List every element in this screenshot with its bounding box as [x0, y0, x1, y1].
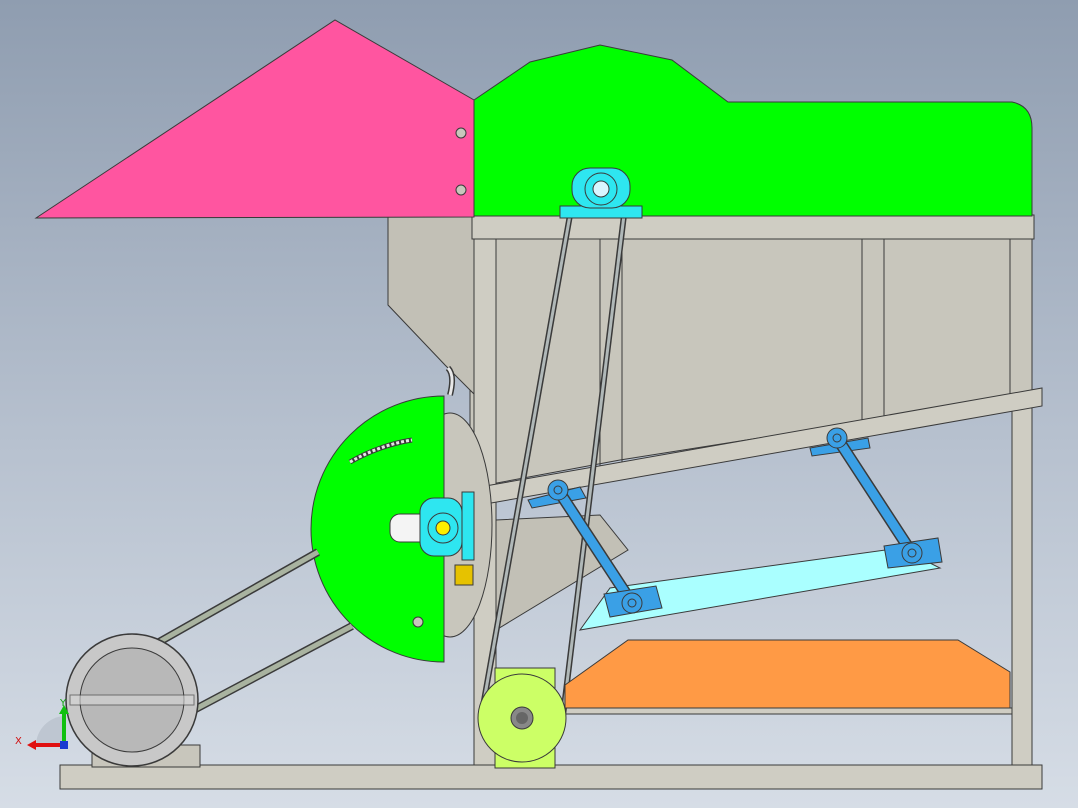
feed-hopper[interactable] [34, 19, 475, 219]
top-cover[interactable] [473, 44, 1033, 217]
hopper-bolt-lower [455, 184, 467, 196]
main-belt [479, 214, 627, 725]
triad-x-label: X [15, 736, 22, 747]
drum-cover[interactable] [310, 395, 445, 663]
grain-tray[interactable] [564, 639, 1011, 709]
drive-pulley[interactable] [477, 667, 567, 769]
drum-shaft [435, 520, 451, 536]
triad-y-label: Y [59, 698, 67, 709]
chute-panel [387, 216, 476, 397]
drum-bearing[interactable] [389, 491, 475, 586]
electric-motor[interactable] [65, 633, 201, 768]
machine-frame [59, 214, 1043, 790]
motor-belt [143, 548, 354, 716]
rear-post [1011, 407, 1033, 774]
fan-bearing[interactable] [559, 167, 643, 219]
drum-cover-bolt [412, 616, 424, 628]
coordinate-triad-icon [27, 705, 69, 750]
base-beam [59, 764, 1043, 790]
front-linkage[interactable] [527, 479, 663, 618]
rear-linkage[interactable] [809, 427, 943, 569]
top-rail [471, 214, 1035, 240]
hopper-bolt-upper [455, 127, 467, 139]
fan-shaft [592, 180, 610, 198]
tray-shelf [559, 707, 1013, 715]
